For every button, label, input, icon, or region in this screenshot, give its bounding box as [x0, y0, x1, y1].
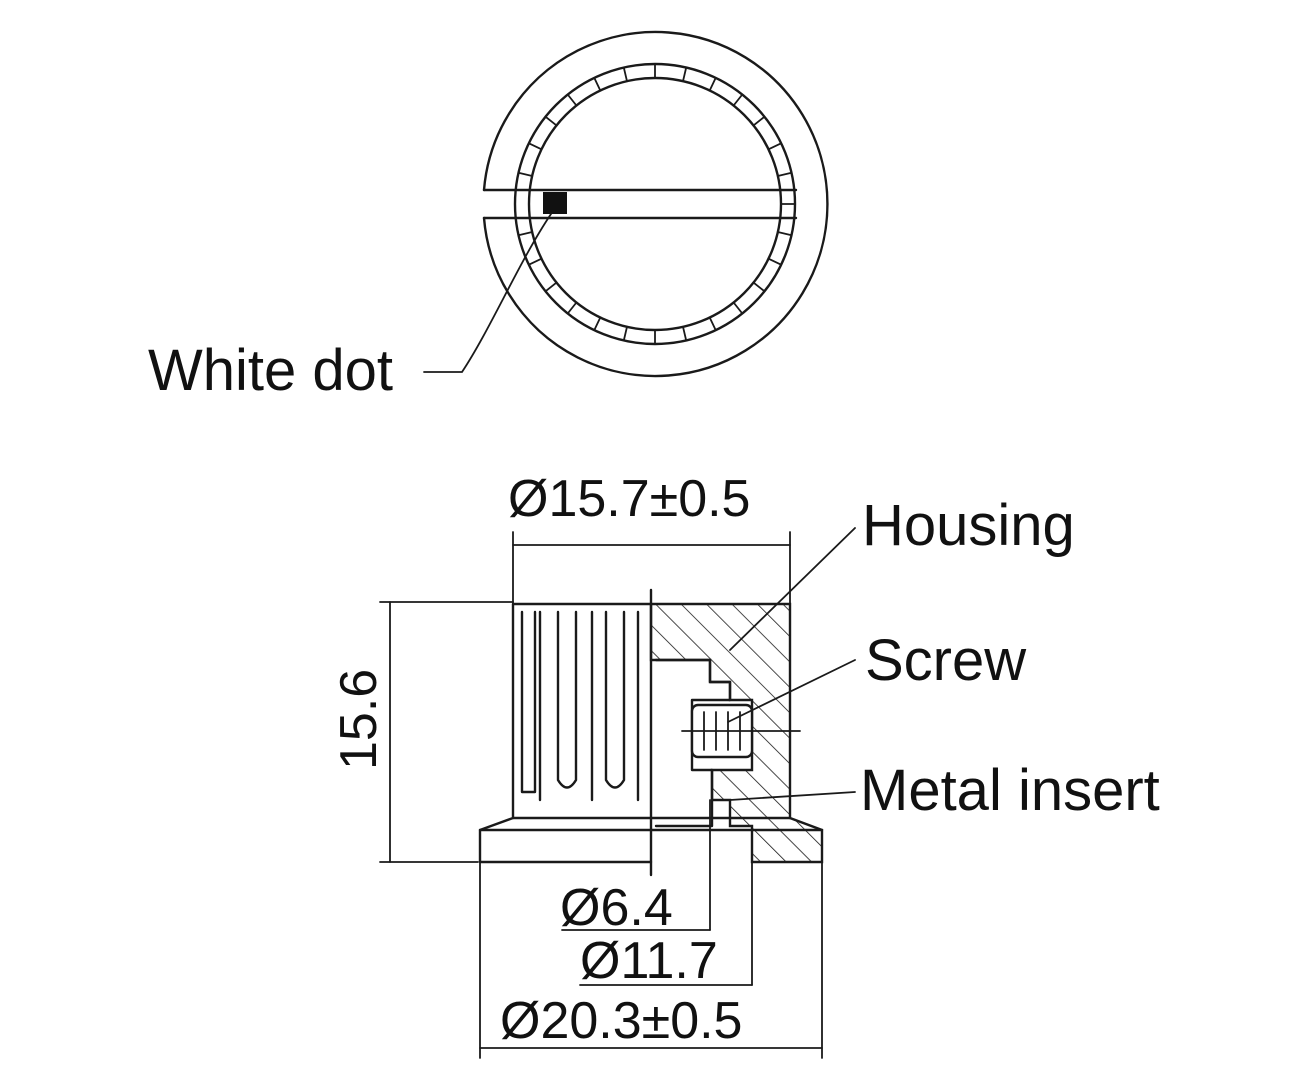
knurl-tick: [767, 257, 782, 266]
knurl-tick: [708, 316, 717, 332]
flute-1: [520, 610, 537, 794]
shaft-diameter-label: Ø6.4: [560, 879, 673, 937]
flute-3: [604, 610, 626, 789]
knurl-tick: [752, 281, 766, 293]
knurl-tick: [566, 93, 578, 107]
outer-ring: [482, 30, 829, 378]
knurl-tick: [517, 171, 534, 177]
white-dot-marker: [543, 192, 567, 214]
knurl-tick: [776, 231, 793, 237]
knurl-tick: [682, 66, 688, 83]
knurl-tick: [528, 257, 543, 266]
knurl-tick: [752, 115, 766, 127]
screw-leader: [727, 659, 856, 723]
base-diameter-label: Ø20.3±0.5: [500, 992, 742, 1050]
knurl-tick: [776, 171, 793, 177]
knurl-tick: [732, 93, 744, 107]
knurl-tick: [622, 325, 628, 342]
screw-label: Screw: [865, 628, 1027, 693]
knurl-ticks: [517, 63, 796, 345]
white-dot-leader: [423, 213, 552, 373]
flute-outer: [538, 610, 640, 802]
knurl-tick: [566, 301, 578, 315]
insert-diameter-label: Ø11.7: [580, 932, 718, 990]
metal-insert-label: Metal insert: [860, 758, 1160, 823]
knurl-tick: [593, 316, 602, 332]
knurl-tick: [544, 115, 558, 127]
knurl-tick: [732, 301, 744, 315]
metal-insert-leader: [729, 791, 856, 801]
side-view: Ø15.7±0.5 15.6 Housing Screw Me: [330, 470, 1160, 1059]
flute-2: [556, 610, 578, 789]
knurl-tick: [682, 325, 688, 342]
top-view: White dot: [148, 30, 829, 403]
knurl-tick: [517, 231, 534, 237]
housing-label: Housing: [862, 493, 1075, 558]
top-diameter-label: Ø15.7±0.5: [508, 470, 750, 528]
knurl-tick: [708, 77, 717, 92]
height-label: 15.6: [330, 669, 388, 770]
knurl-tick: [622, 66, 628, 83]
knurl-tick: [528, 142, 543, 151]
knurl-tick: [593, 77, 602, 92]
metal-insert: [654, 658, 732, 828]
knob-outline-left: [478, 602, 653, 864]
knurl-tick: [767, 142, 782, 151]
knurl-tick: [544, 281, 558, 293]
housing-leader: [729, 527, 856, 651]
white-dot-label: White dot: [148, 338, 393, 403]
